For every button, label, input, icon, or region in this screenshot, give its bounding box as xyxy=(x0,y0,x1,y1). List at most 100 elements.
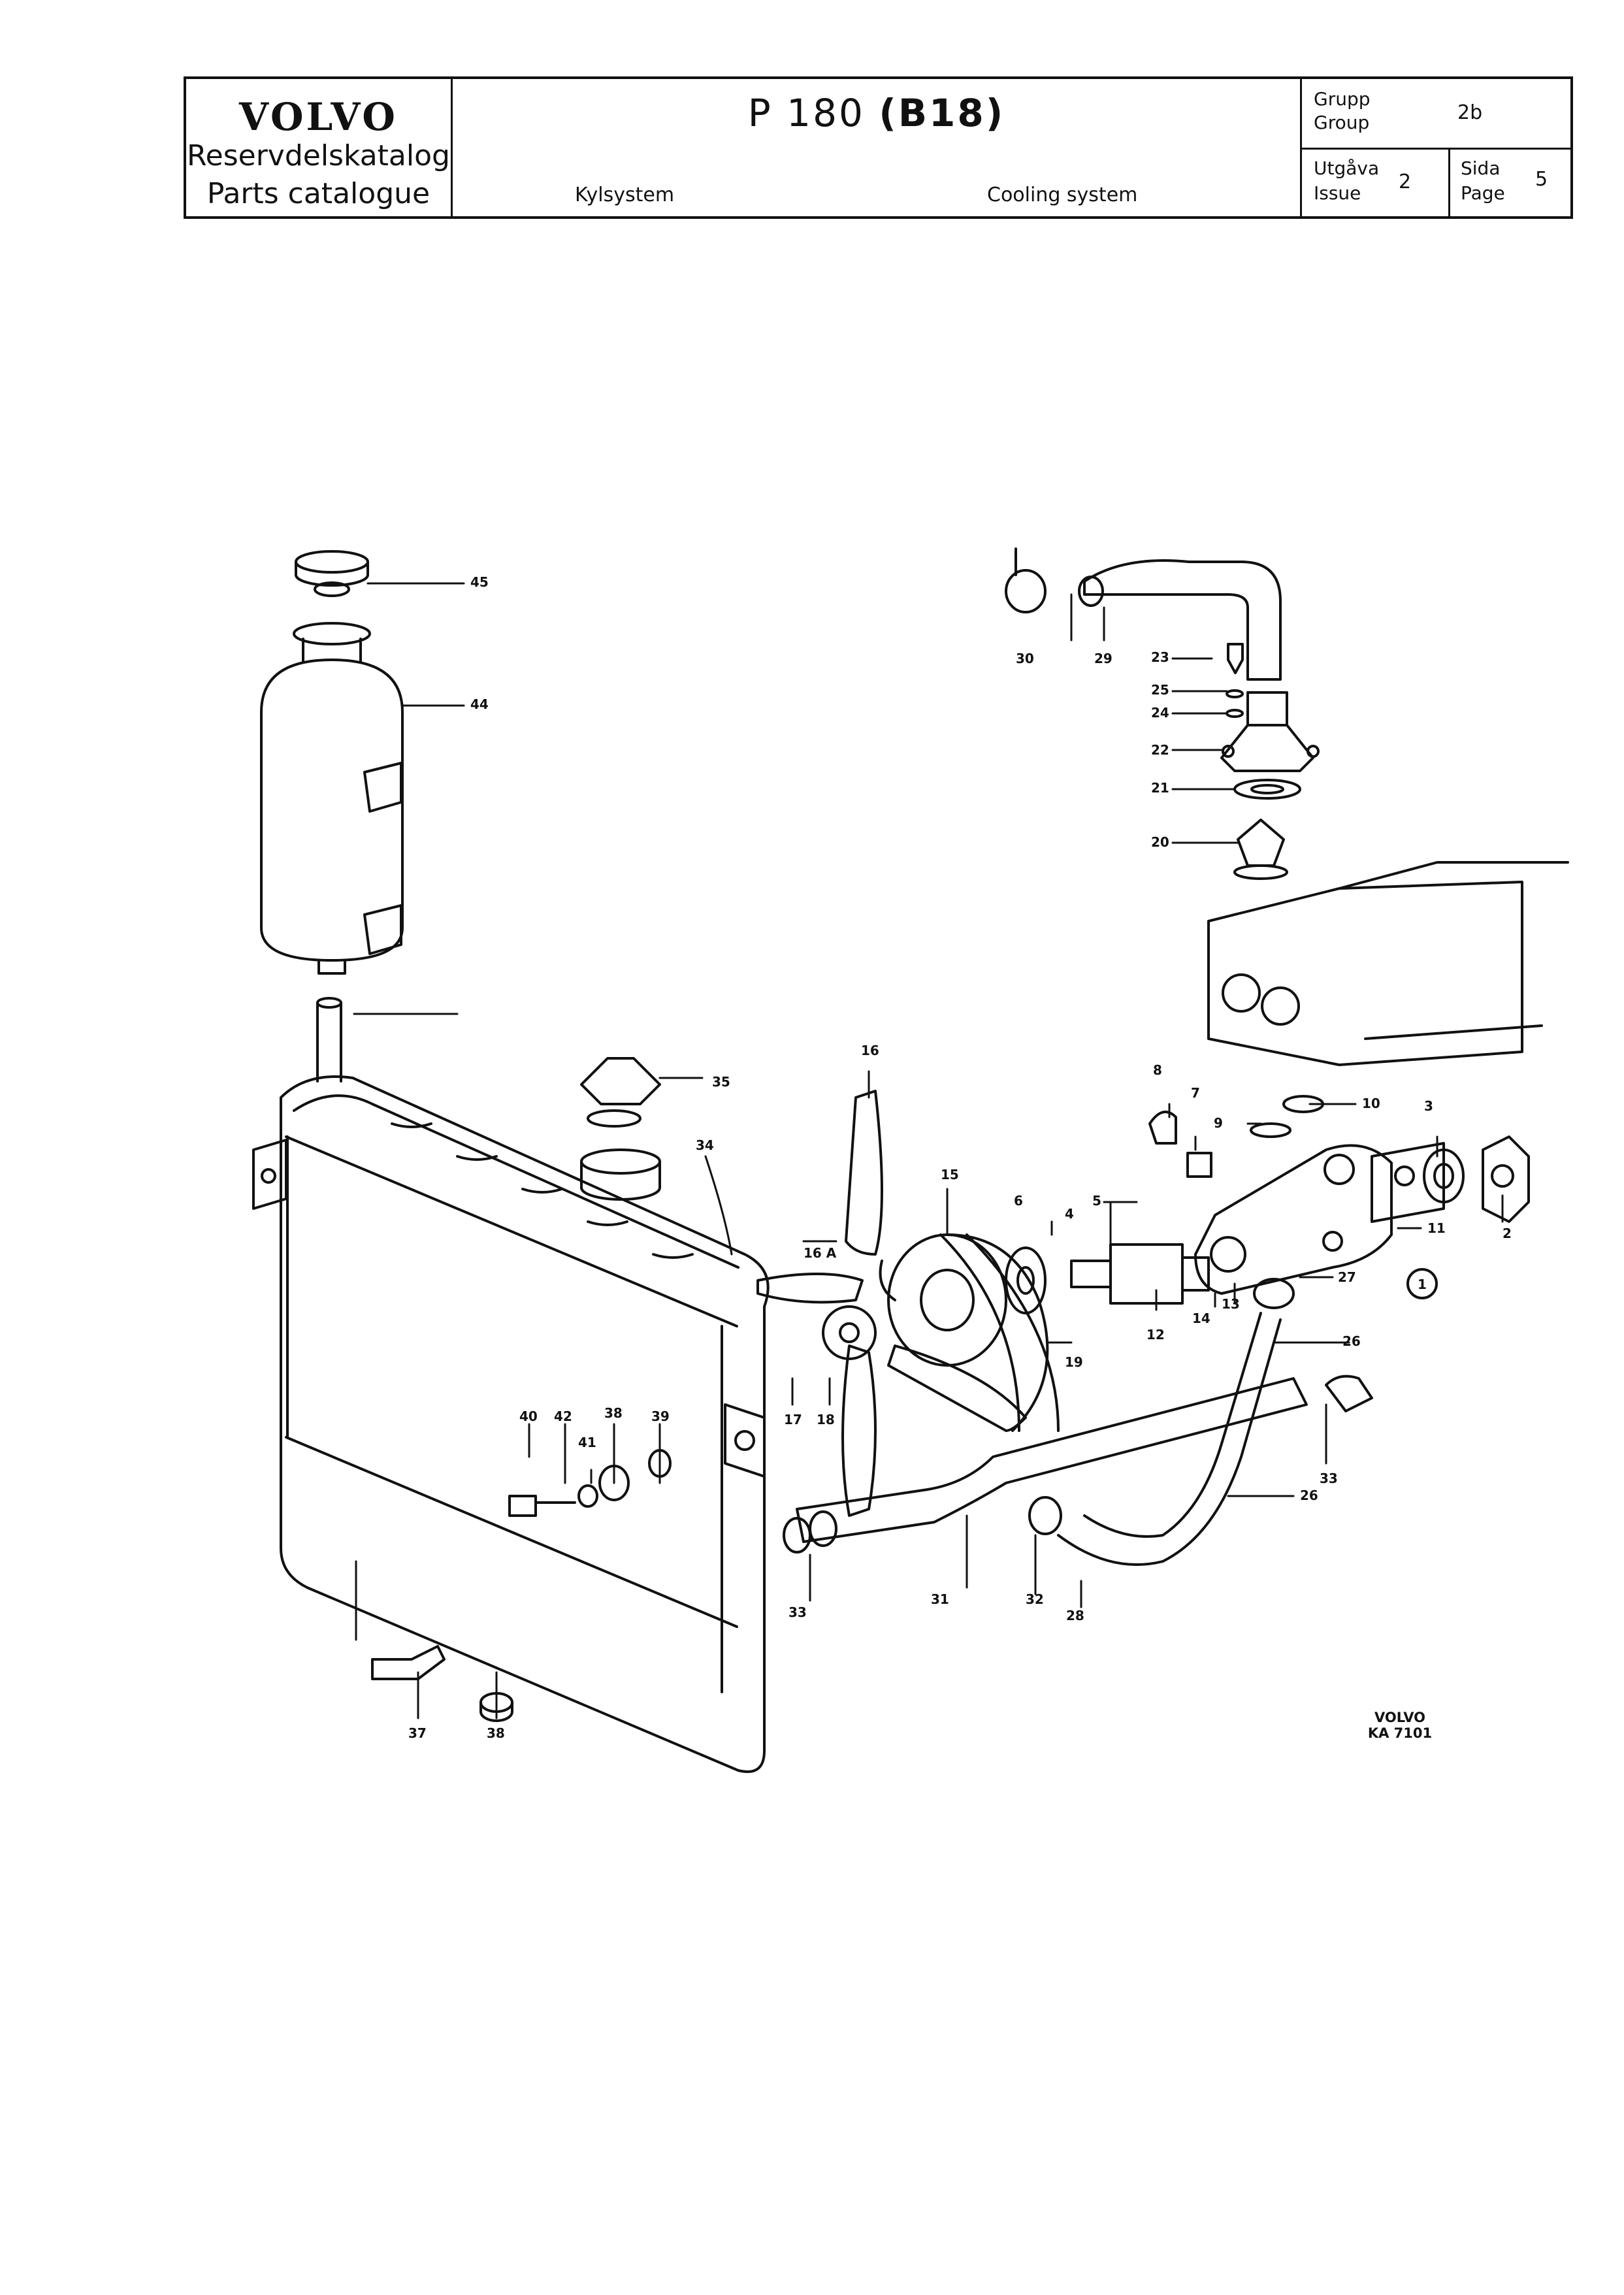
catalog-title-english: Parts catalogue xyxy=(206,177,430,210)
cylinder-head xyxy=(1207,861,1569,1066)
leader-lines xyxy=(353,582,1504,1719)
callout-13: 13 xyxy=(1222,1296,1240,1312)
callout-36: 35 xyxy=(712,1074,730,1090)
lower-pipe xyxy=(796,1377,1308,1543)
callout-25: 25 xyxy=(1151,682,1169,698)
group-label-english: Group xyxy=(1314,112,1370,133)
callout-17: 17 xyxy=(784,1412,802,1427)
impeller-bearing xyxy=(1423,1148,1465,1203)
callout-31: 31 xyxy=(931,1591,949,1607)
figure-code-brand: VOLVO xyxy=(1374,1710,1425,1725)
catalog-header: VOLVO Reservdelskatalog Parts catalogue … xyxy=(184,76,1573,219)
callout-14: 14 xyxy=(1192,1310,1210,1326)
callout-28: 28 xyxy=(1066,1608,1084,1623)
issue-label-english: Issue xyxy=(1314,182,1361,204)
callout-21: 21 xyxy=(1151,780,1169,796)
callout-30: 30 xyxy=(1016,651,1034,666)
callout-23: 23 xyxy=(1151,649,1169,665)
callout-19: 19 xyxy=(1065,1354,1083,1370)
callout-5: 5 xyxy=(1092,1193,1101,1209)
callout-24: 24 xyxy=(1151,705,1169,721)
group-cell: Grupp Group 2b xyxy=(1302,79,1570,150)
system-name-english: Cooling system xyxy=(987,184,1138,206)
impeller xyxy=(1482,1135,1530,1223)
callout-10: 10 xyxy=(1362,1096,1380,1111)
group-value: 2b xyxy=(1457,101,1483,124)
fan xyxy=(756,1090,1027,1517)
callout-9: 9 xyxy=(1214,1115,1223,1131)
callout-11: 11 xyxy=(1427,1220,1446,1236)
radiator xyxy=(252,1075,770,1773)
page-cell: Sida Page 5 xyxy=(1450,150,1570,219)
callout-7: 7 xyxy=(1191,1085,1200,1101)
issue-value: 2 xyxy=(1399,171,1412,193)
title-cell: P 180 (B18) Kylsystem Cooling system xyxy=(453,79,1302,216)
page-value: 5 xyxy=(1535,168,1548,191)
brand-cell: VOLVO Reservdelskatalog Parts catalogue xyxy=(186,79,453,216)
callout-37: 37 xyxy=(408,1725,427,1741)
callout-16a: 16 A xyxy=(804,1245,837,1261)
hose-clamps-lower xyxy=(783,1375,1373,1554)
pump-shaft xyxy=(1070,1243,1210,1305)
page-label-english: Page xyxy=(1461,182,1505,204)
figure-code-number: KA 7101 xyxy=(1367,1725,1433,1741)
v-belt xyxy=(939,1233,1060,1432)
expansion-tank xyxy=(260,622,404,975)
callout-43: 44 xyxy=(470,696,489,712)
callout-29: 29 xyxy=(1094,651,1112,666)
callout-4: 4 xyxy=(1065,1206,1074,1222)
callout-38-upper: 38 xyxy=(604,1405,623,1421)
callout-22: 22 xyxy=(1151,742,1169,758)
callout-32: 32 xyxy=(1026,1591,1044,1607)
callout-34: 33 xyxy=(1320,1471,1338,1486)
drain-tap xyxy=(371,1645,446,1680)
callout-18: 18 xyxy=(817,1412,835,1427)
engine-code: (B18) xyxy=(879,91,1005,135)
callout-33: 33 xyxy=(788,1604,807,1620)
callout-35: 34 xyxy=(696,1137,714,1153)
upper-hose xyxy=(1078,559,1282,681)
callout-26-upper: 26 xyxy=(1342,1333,1361,1349)
callout-15: 15 xyxy=(941,1167,959,1182)
system-name-swedish: Kylsystem xyxy=(575,184,675,206)
radiator-mounting-parts xyxy=(508,1449,672,1517)
radiator-cap xyxy=(580,1057,661,1128)
expansion-tank-cap xyxy=(295,550,369,597)
callout-20: 20 xyxy=(1151,834,1169,850)
callout-39: 39 xyxy=(651,1408,670,1424)
model-name: P 180 xyxy=(747,91,865,135)
callout-6: 6 xyxy=(1014,1193,1023,1209)
callout-16: 16 xyxy=(861,1043,879,1058)
fan-pulley xyxy=(879,1233,1049,1432)
callout-1-text: 1 xyxy=(1418,1277,1427,1292)
thermostat xyxy=(1233,819,1288,880)
figure-code: VOLVO KA 7101 xyxy=(1338,1710,1462,1741)
callout-42: 42 xyxy=(554,1408,572,1424)
catalog-title-swedish: Reservdelskatalog xyxy=(187,139,450,172)
callout-2: 2 xyxy=(1502,1226,1512,1241)
callout-26-lower: 26 xyxy=(1300,1488,1318,1503)
callout-8: 8 xyxy=(1153,1062,1162,1078)
callout-38-lower: 38 xyxy=(487,1725,505,1741)
callout-41: 41 xyxy=(578,1435,596,1450)
thermostat-gasket xyxy=(1233,779,1301,800)
hub xyxy=(1005,1246,1047,1314)
callout-1: 1 xyxy=(1406,1268,1438,1299)
lower-hose xyxy=(1057,1278,1295,1566)
radiator-filler-neck xyxy=(580,1148,661,1201)
pump-gasket xyxy=(1371,1142,1445,1223)
thermostat-bolt xyxy=(1226,643,1244,718)
issue-cell: Utgåva Issue 2 xyxy=(1302,150,1450,219)
callouts: 45 44 35 34 16 15 16 A 19 17 18 30 29 23… xyxy=(408,574,1512,1741)
water-pump-housing xyxy=(1194,1144,1393,1295)
model-title: P 180 (B18) xyxy=(453,91,1300,135)
thermostat-housing xyxy=(1220,691,1320,772)
seal-and-clamp xyxy=(1148,1095,1324,1178)
callout-3: 3 xyxy=(1424,1098,1433,1114)
issue-label-swedish: Utgåva xyxy=(1314,157,1380,179)
callout-27: 27 xyxy=(1338,1269,1356,1285)
group-label-swedish: Grupp xyxy=(1314,88,1371,110)
callout-12: 12 xyxy=(1146,1327,1165,1343)
callout-44: 45 xyxy=(470,574,489,590)
